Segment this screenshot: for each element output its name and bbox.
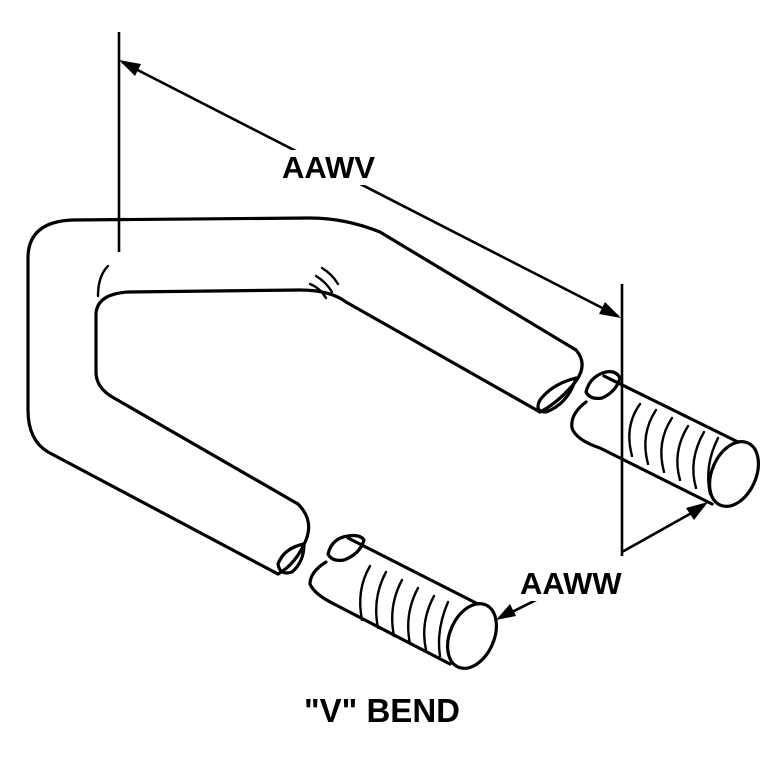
aawv-arrowhead-right (599, 302, 621, 318)
outer-upper-edge (26, 216, 578, 576)
lower-thread-end-face (446, 602, 498, 670)
upper-leg-break-left (536, 348, 584, 414)
bend-wrinkle-2 (314, 274, 334, 294)
aawv-dimension-label: AAWV (280, 150, 377, 185)
upper-threaded-end (570, 370, 760, 508)
aawv-dimension-line (121, 60, 619, 318)
upper-leg-lower-edge (344, 300, 542, 414)
lower-threaded-end (308, 533, 498, 670)
upper-thread-end-face (708, 440, 760, 508)
inner-bend-edge (94, 288, 348, 506)
aaww-dimension-label: AAWW (518, 566, 624, 601)
bend-wrinkle-1 (308, 282, 328, 300)
dimension-aawv (117, 32, 624, 556)
dimension-aaww (496, 502, 708, 620)
bend-wrinkle-3 (320, 266, 340, 286)
lower-leg-break-left (276, 502, 311, 576)
aawv-arrowhead-left (119, 60, 141, 76)
u-bolt-outline (26, 216, 578, 576)
inner-top-curve (96, 264, 110, 298)
aaww-arrowhead-lower (496, 604, 516, 620)
aaww-arrowhead-upper (686, 502, 708, 520)
figure-caption: "V" BEND (304, 692, 460, 729)
